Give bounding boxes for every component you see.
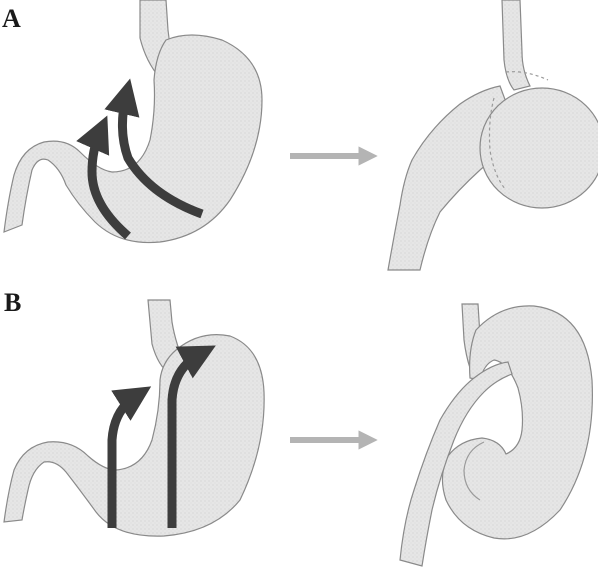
panel-b-after-wrap: [400, 304, 592, 566]
panel-a: [4, 0, 598, 270]
panel-b-before-stomach: [4, 300, 264, 536]
stomach-body: [4, 35, 262, 243]
panel-a-before-stomach: [4, 0, 262, 243]
panel-label-b: B: [4, 290, 21, 316]
panel-label-a: A: [2, 6, 21, 32]
panel-a-after-wrap: [388, 0, 598, 270]
fundus-wrap: [480, 88, 598, 208]
stomach-body: [4, 335, 264, 537]
esophagus: [502, 0, 530, 90]
panel-b: [4, 300, 592, 566]
